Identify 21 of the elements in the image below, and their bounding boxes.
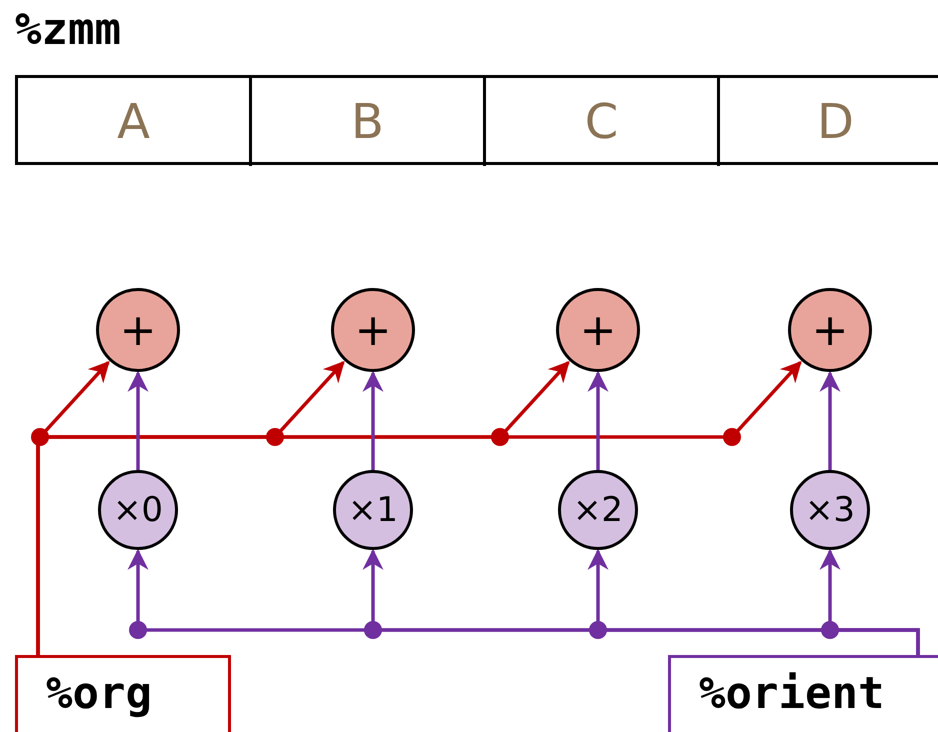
adder-circle: + (788, 288, 872, 372)
register-name: %zmm (15, 3, 121, 57)
register-cell: A (18, 78, 252, 166)
multiplier-circle: ×1 (333, 470, 413, 550)
adder-circle: + (331, 288, 415, 372)
arrow (362, 370, 384, 470)
arrow (128, 370, 148, 470)
register-cell: C (486, 78, 720, 166)
operand-label-box: %org (15, 655, 231, 732)
adder-circle: + (556, 288, 640, 372)
arrow (588, 370, 608, 470)
adder-circle: + (96, 288, 180, 372)
register-cell: D (720, 78, 938, 166)
multiplier-circle: ×2 (558, 470, 638, 550)
operand-label-box: %orient (668, 655, 938, 732)
arrow (820, 548, 920, 655)
arrow (820, 370, 840, 470)
multiplier-circle: ×3 (790, 470, 870, 550)
multiplier-circle: ×0 (98, 470, 178, 550)
arrow (36, 360, 802, 655)
register-cell: B (252, 78, 486, 166)
